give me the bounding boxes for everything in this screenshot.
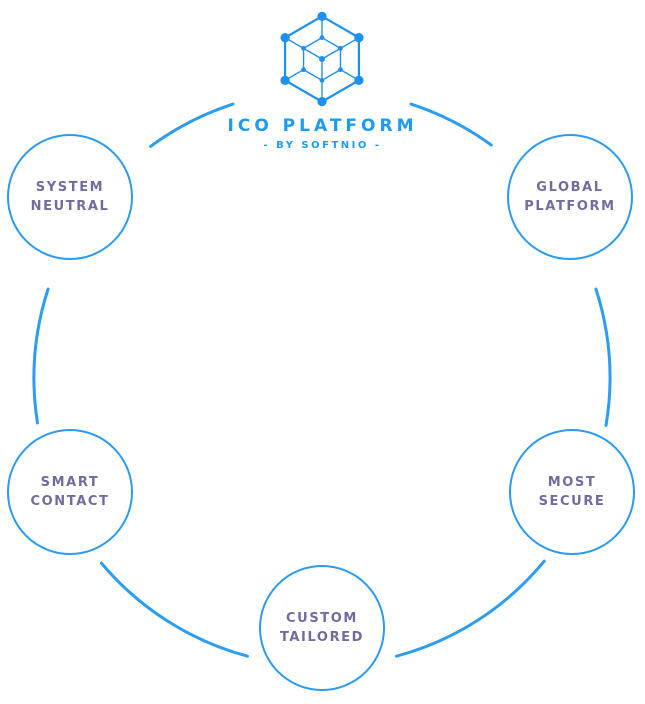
hexagon-vertex-dots [280,11,364,107]
node-global-platform: GLOBAL PLATFORM [507,134,633,260]
ring-arc-top-left [149,102,235,148]
node-label-line: CUSTOM [286,610,358,626]
node-label-line: GLOBAL [536,179,604,195]
page-subtitle: - BY SOFTNIO - [263,140,382,151]
node-label-line: PLATFORM [524,199,616,214]
cube-inner-edges [303,47,341,81]
node-label-line: CONTACT [30,494,110,509]
node-system-neutral: SYSTEM NEUTRAL [7,134,133,260]
ring-arc-top-right [409,102,493,147]
page-title: ICO PLATFORM [227,116,418,136]
ring-arc-right [594,287,612,427]
node-label-line: MOST [547,474,597,490]
node-label-line: NEUTRAL [30,199,110,214]
ring-arc-bottom-left [99,561,249,658]
node-label-line: TAILORED [279,630,365,645]
ring-arc-left [32,287,50,425]
node-smart-contact: SMART CONTACT [7,429,133,555]
node-custom-tailored: CUSTOM TAILORED [259,565,385,691]
node-label-line: SECURE [538,494,606,509]
node-most-secure: MOST SECURE [509,429,635,555]
hexagon-cube-icon [280,11,364,107]
ring-arc-bottom-right [395,559,546,658]
node-label-line: SYSTEM [35,179,105,195]
node-label-line: SMART [40,474,100,490]
